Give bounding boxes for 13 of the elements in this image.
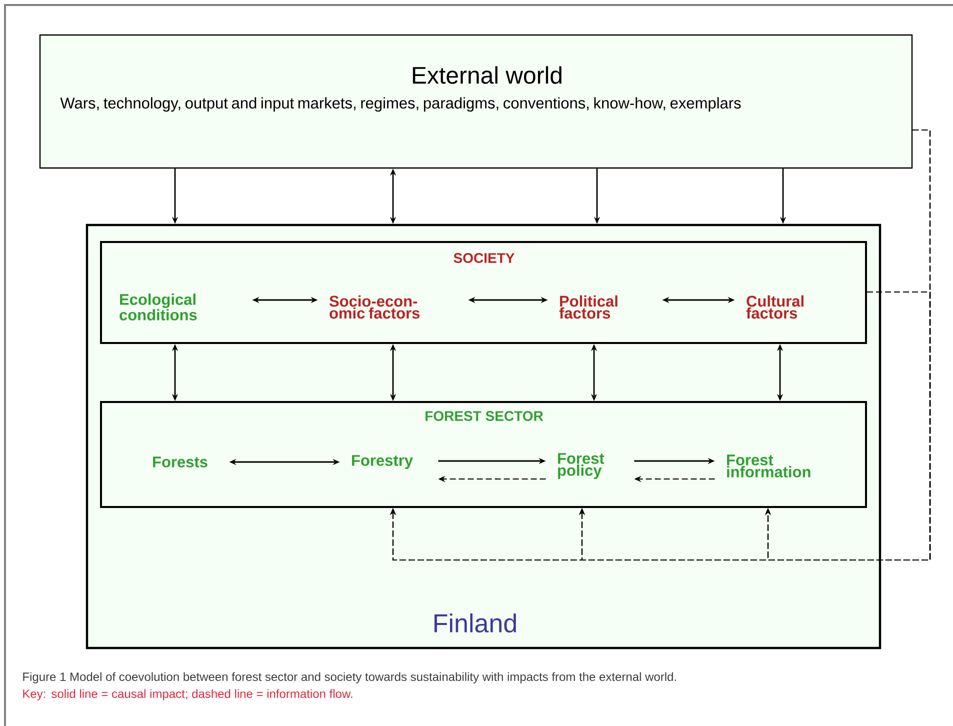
key-note: Key: solid line = causal impact; dashed line = information flow. [23, 689, 352, 700]
factor-label: Political factors [559, 295, 618, 319]
factor-label: Socio-econ- omic factors [329, 295, 420, 319]
factor-label: Ecological conditions [120, 294, 197, 320]
arrow [764, 291, 931, 561]
factor-label: Forest information [727, 454, 810, 478]
factor-label: Forest policy [558, 453, 604, 479]
factor-label: Cultural factors [746, 295, 804, 319]
factor-label: Forests [153, 456, 208, 468]
arrow [764, 129, 931, 561]
external-world-box: External world Wars, technology, output and input markets, regimes, paradigms, conventions, know-how, exemplars [39, 34, 913, 169]
factor-label: Forestry [352, 455, 413, 469]
figure-caption: Figure 1 Model of coevolution between forest sector and society towards sustainability with impacts from the external world. [23, 672, 676, 684]
